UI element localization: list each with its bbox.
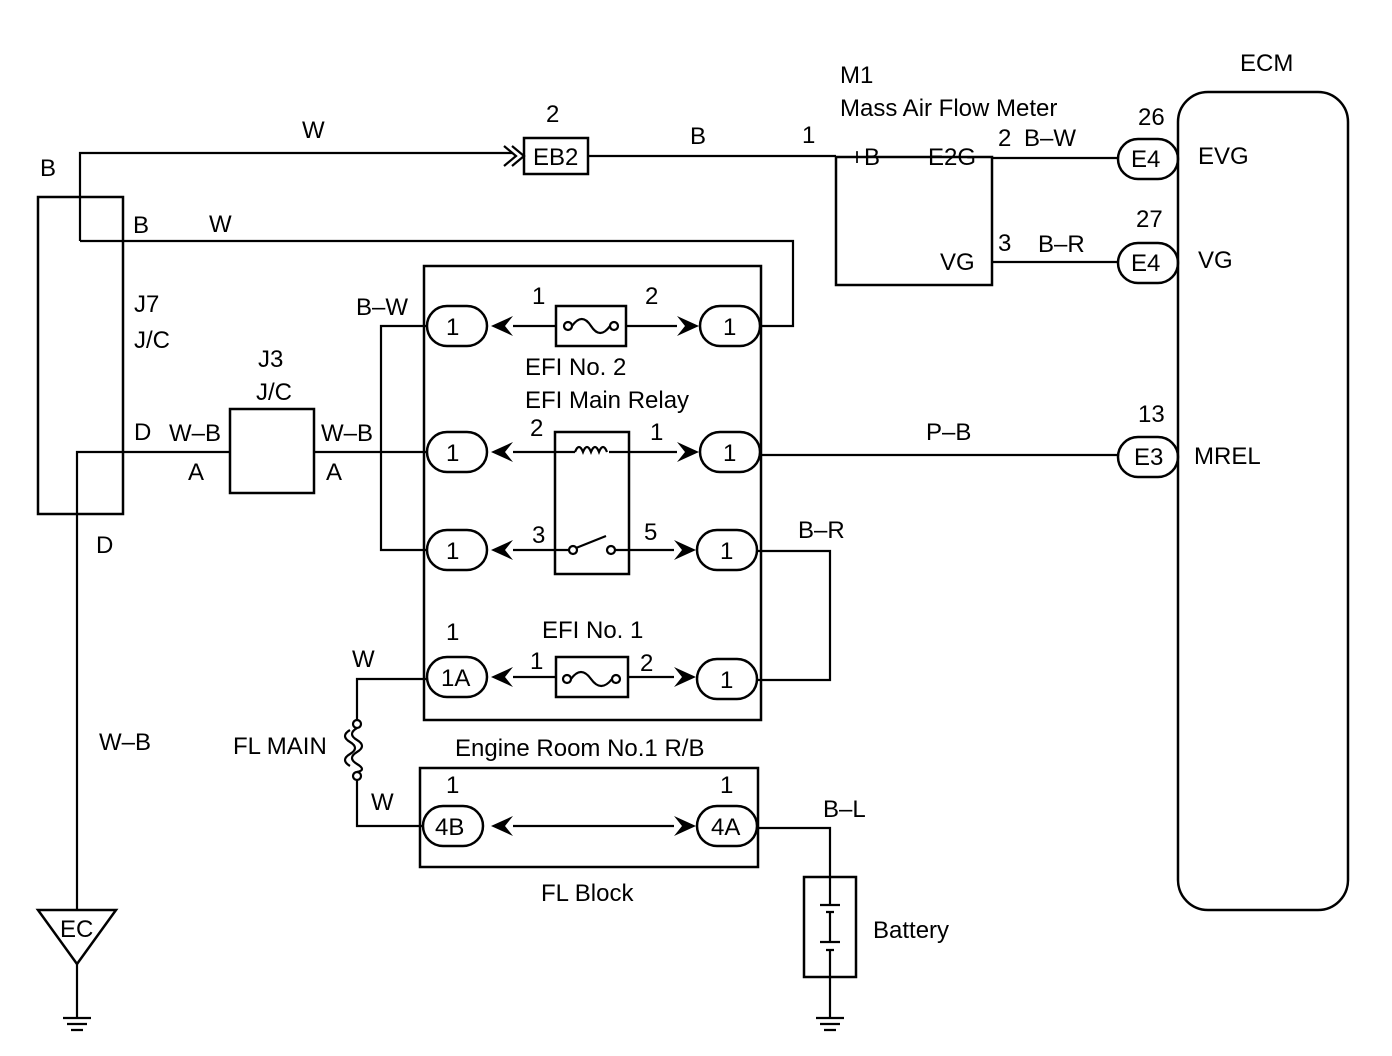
- fl-connector-4a: [695, 804, 759, 848]
- wire-label: B–W: [356, 294, 408, 321]
- rb-connector-label: 1: [446, 314, 459, 341]
- pin-label: 3: [532, 522, 545, 549]
- fl-main-fusible-link: FL MAIN: [233, 718, 364, 782]
- ground-ec-label: EC: [60, 916, 93, 943]
- wire-label: W–B: [321, 420, 373, 447]
- maf-pin-1: 1: [802, 122, 815, 149]
- engine-room-label: Engine Room No.1 R/B: [455, 735, 704, 762]
- maf-id: M1: [840, 62, 873, 89]
- fl-connector-label: 4B: [435, 814, 464, 841]
- pin-label: 1: [446, 772, 459, 799]
- j7-label: J7: [134, 291, 159, 318]
- wire-label: W: [302, 117, 325, 144]
- ecm-evg-label: EVG: [1198, 143, 1249, 170]
- pin-label: 1: [530, 648, 543, 675]
- efi1-fuse: [554, 655, 630, 699]
- junction-connector-j3: J3 J/C A A: [188, 346, 342, 495]
- ground-ec: EC: [35, 908, 119, 1032]
- ground-icon: [816, 977, 844, 1032]
- pin-label: 1: [532, 283, 545, 310]
- j3-pin-a-left: A: [188, 459, 204, 486]
- maf-plusb: +B: [850, 144, 880, 171]
- engine-room-relay-block: Engine Room No.1 R/B EFI No. 2 EFI Main …: [422, 264, 763, 762]
- relay-title: EFI Main Relay: [525, 387, 689, 414]
- mass-air-flow-meter: M1 Mass Air Flow Meter +B E2G VG 1 2 3: [802, 62, 1057, 287]
- rb-connector-label: 1: [723, 440, 736, 467]
- pin-label: 2: [645, 283, 658, 310]
- wire-label: P–B: [926, 419, 971, 446]
- wire-label: W: [352, 646, 375, 673]
- maf-pin-2: 2: [998, 125, 1011, 152]
- maf-pin-3: 3: [998, 230, 1011, 257]
- connector-e3-mrel: [1116, 435, 1180, 479]
- fl-block-label: FL Block: [541, 880, 634, 907]
- ecm-vg-label: VG: [1198, 247, 1233, 274]
- pin-label: 2: [530, 415, 543, 442]
- ecm-title: ECM: [1240, 50, 1293, 77]
- connector-eb2: EB2 2: [503, 101, 590, 176]
- wire-label: W: [209, 211, 232, 238]
- relay-switch: [575, 534, 607, 550]
- fl-block: FL Block 4B 4A 1 1: [418, 766, 760, 907]
- ecm-mrel-label: MREL: [1194, 443, 1261, 470]
- junction-connector-j7: J7 J/C B B D D: [36, 155, 170, 559]
- wire-label: B: [690, 123, 706, 150]
- wire-label: B–W: [1024, 125, 1076, 152]
- eb2-label: EB2: [533, 144, 578, 171]
- eb2-pin: 2: [546, 101, 559, 128]
- maf-vg: VG: [940, 249, 975, 276]
- maf-name: Mass Air Flow Meter: [840, 95, 1057, 122]
- pin-label: 2: [640, 650, 653, 677]
- wire-label: W: [371, 789, 394, 816]
- j7-pin-b-right: B: [133, 212, 149, 239]
- j7-pin-b-top: B: [40, 155, 56, 182]
- rb-connector: [698, 430, 762, 474]
- battery: Battery: [802, 875, 949, 1032]
- fl-connector-label: 4A: [711, 814, 740, 841]
- wires: [75, 151, 1118, 910]
- efi1-label: EFI No. 1: [542, 617, 643, 644]
- pin-label: 1: [720, 772, 733, 799]
- wire-label: B–L: [823, 796, 866, 823]
- relay-coil: [573, 445, 609, 455]
- wire-label: W–B: [99, 729, 151, 756]
- j3-pin-a-right: A: [326, 459, 342, 486]
- pin-label: 5: [644, 519, 657, 546]
- j7-pin-d-right: D: [134, 419, 151, 446]
- rb-connector-label: 1: [446, 440, 459, 467]
- connector-label: E4: [1131, 146, 1160, 173]
- ground-icon: [63, 964, 91, 1032]
- pin-label: 1: [650, 419, 663, 446]
- ecm-unit: ECM 26 27 13 EVG VG MREL E4 E4 E3: [1116, 50, 1350, 912]
- efi2-fuse: [554, 304, 628, 348]
- ecm-pin-27: 27: [1136, 206, 1163, 233]
- rb-connector-label: 1: [723, 314, 736, 341]
- j3-label: J3: [258, 346, 283, 373]
- wire-label: B–R: [1038, 231, 1085, 258]
- ecm-pin-13: 13: [1138, 401, 1165, 428]
- rb-connector-label: 1: [446, 538, 459, 565]
- j7-pin-d-bottom: D: [96, 532, 113, 559]
- maf-e2g: E2G: [928, 144, 976, 171]
- rb-connector: [425, 655, 489, 699]
- efi-main-relay: [553, 430, 631, 576]
- rb-connector-label: 1A: [441, 665, 470, 692]
- connector-label: E4: [1131, 250, 1160, 277]
- ecm-pin-26: 26: [1138, 104, 1165, 131]
- rb-connector-label: 1: [720, 538, 733, 565]
- rb-connector-label: 1: [720, 667, 733, 694]
- wire-label: W–B: [169, 420, 221, 447]
- j3-jc-label: J/C: [256, 379, 292, 406]
- fl-main-label: FL MAIN: [233, 733, 327, 760]
- pin-label: 1: [446, 619, 459, 646]
- efi2-label: EFI No. 2: [525, 354, 626, 381]
- wire-label: B–R: [798, 517, 845, 544]
- j7-jc-label: J/C: [134, 327, 170, 354]
- wire-labels: W B W B–W W–B W–B P–B B–W B–R B–R W W W–…: [99, 117, 1085, 823]
- connector-label: E3: [1134, 444, 1163, 471]
- battery-label: Battery: [873, 917, 949, 944]
